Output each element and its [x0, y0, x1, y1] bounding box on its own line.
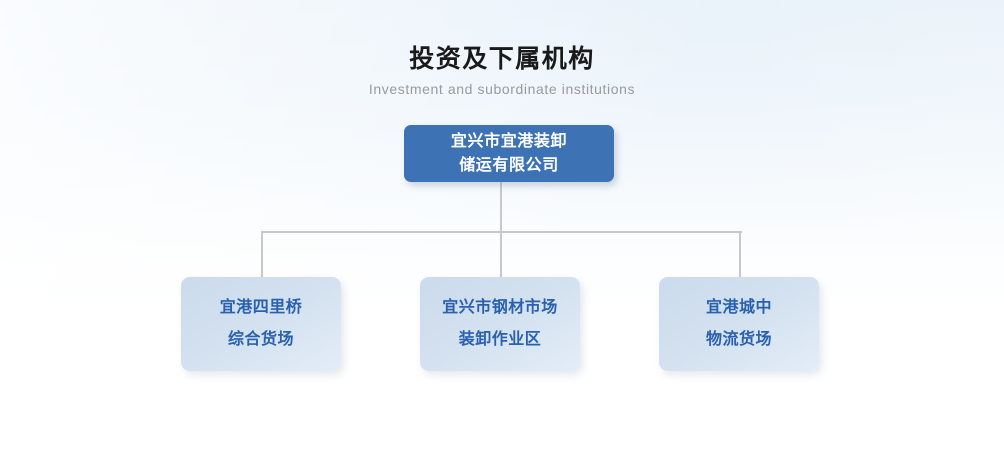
- connector-drop-left: [261, 231, 263, 278]
- org-node-child-2-line-2: 装卸作业区: [458, 331, 542, 348]
- page-header: 投资及下属机构 Investment and subordinate insti…: [0, 44, 1004, 98]
- org-node-child-3-line-1: 宜港城中: [705, 299, 772, 316]
- org-node-child-1[interactable]: 宜港四里桥 综合货场: [181, 277, 341, 371]
- org-node-child-3[interactable]: 宜港城中 物流货场: [659, 277, 819, 371]
- org-node-child-3-line-2: 物流货场: [705, 331, 772, 348]
- org-node-child-1-line-1: 宜港四里桥: [219, 299, 303, 316]
- org-node-root-line-2: 储运有限公司: [459, 156, 559, 174]
- page-subtitle: Investment and subordinate institutions: [368, 81, 636, 97]
- connector-root-stem: [500, 182, 502, 232]
- org-node-root-line-1: 宜兴市宜港装卸: [450, 132, 568, 150]
- org-node-root[interactable]: 宜兴市宜港装卸 储运有限公司: [404, 125, 614, 182]
- org-node-child-2-line-1: 宜兴市钢材市场: [442, 299, 558, 316]
- page-title: 投资及下属机构: [409, 45, 595, 73]
- org-node-child-2[interactable]: 宜兴市钢材市场 装卸作业区: [420, 277, 580, 371]
- connector-horizontal-bus: [262, 231, 742, 233]
- connector-drop-right: [739, 231, 741, 278]
- connector-drop-middle: [500, 231, 502, 278]
- org-node-child-1-line-2: 综合货场: [227, 331, 294, 348]
